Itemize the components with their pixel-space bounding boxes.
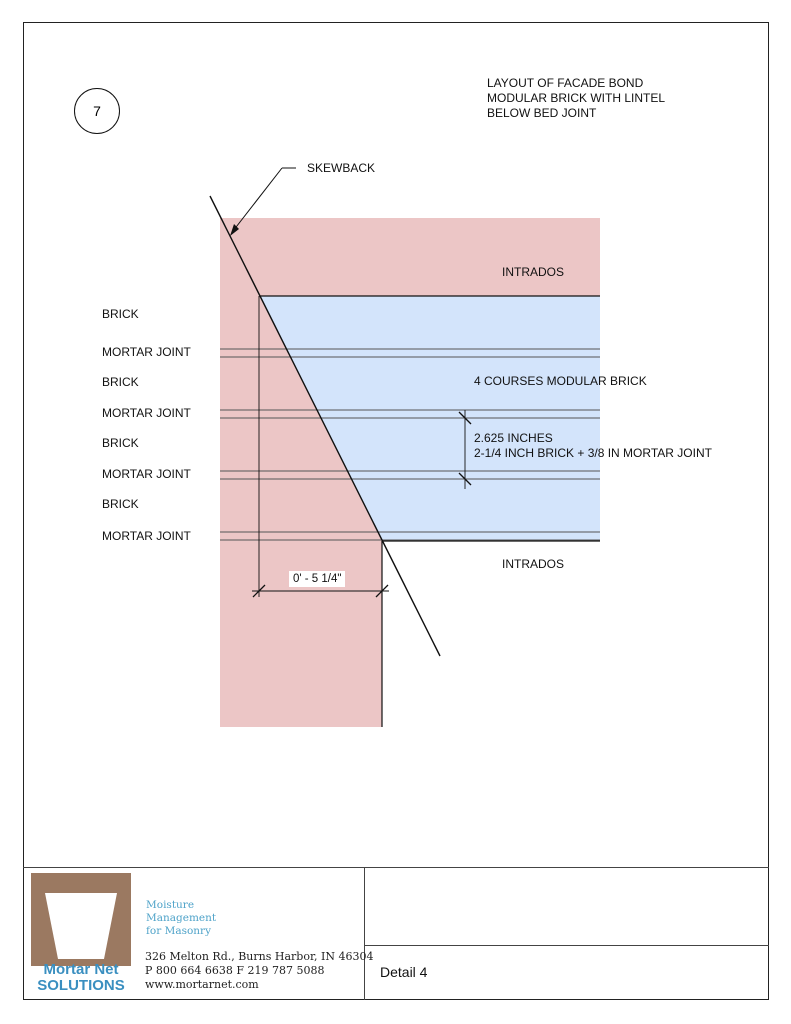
- horizontal-dimension-tick-left: [252, 584, 266, 598]
- mortar-net-logo: Mortar Net SOLUTIONS: [31, 873, 131, 993]
- detail-number: 7: [93, 103, 101, 119]
- legend-mortar-4: MORTAR JOINT: [102, 529, 191, 543]
- dimension-label-inches: 2.625 INCHES: [474, 431, 553, 445]
- masonry-area-top: [220, 218, 600, 296]
- intrados-bottom-label: INTRADOS: [502, 557, 565, 571]
- title-line-2: MODULAR BRICK WITH LINTEL: [487, 91, 666, 105]
- detail-number-bubble: 7: [74, 88, 120, 134]
- title-block-divider: [364, 867, 365, 1000]
- skewback-arrowhead: [230, 224, 239, 236]
- mortar-joint-lines: [220, 348, 600, 541]
- vertical-dimension-tick-top: [458, 411, 472, 425]
- legend-brick-3: BRICK: [102, 436, 139, 450]
- company-contact: 326 Melton Rd., Burns Harbor, IN 46304 P…: [145, 950, 373, 992]
- intrados-top-label: INTRADOS: [502, 265, 565, 279]
- title-block-row-divider: [364, 945, 769, 946]
- title-block-top-border: [23, 867, 769, 868]
- skewback-label: SKEWBACK: [307, 161, 376, 175]
- logo-text-solutions: SOLUTIONS: [37, 977, 125, 993]
- tagline-line-1: Moisture: [146, 899, 195, 911]
- tagline-line-2: Management: [146, 912, 217, 924]
- company-website[interactable]: www.mortarnet.com: [145, 978, 259, 991]
- legend-brick-1: BRICK: [102, 307, 139, 321]
- company-phone: P 800 664 6638 F 219 787 5088: [145, 964, 325, 977]
- horizontal-dimension-label: 0' - 5 1/4": [289, 571, 346, 587]
- tagline-line-3: for Masonry: [146, 925, 211, 937]
- company-tagline: Moisture Management for Masonry: [146, 899, 216, 938]
- legend-mortar-2: MORTAR JOINT: [102, 406, 191, 420]
- legend-brick-4: BRICK: [102, 497, 139, 511]
- skewback-leader-diagonal: [232, 167, 283, 232]
- logo-text-mortar-net: Mortar Net: [43, 961, 118, 978]
- sheet-label: Detail 4: [380, 964, 428, 980]
- drawing-title: LAYOUT OF FACADE BOND MODULAR BRICK WITH…: [487, 76, 665, 121]
- title-line-1: LAYOUT OF FACADE BOND: [487, 76, 644, 90]
- courses-label: 4 COURSES MODULAR BRICK: [474, 374, 647, 388]
- company-address: 326 Melton Rd., Burns Harbor, IN 46304: [145, 950, 374, 963]
- legend-brick-2: BRICK: [102, 375, 139, 389]
- skewback-line: [209, 195, 441, 657]
- vertical-dimension-tick-bottom: [458, 472, 472, 486]
- legend-mortar-3: MORTAR JOINT: [102, 467, 191, 481]
- title-line-3: BELOW BED JOINT: [487, 106, 597, 120]
- dimension-label-brick-joint: 2-1/4 INCH BRICK + 3/8 IN MORTAR JOINT: [474, 446, 712, 460]
- legend-mortar-1: MORTAR JOINT: [102, 345, 191, 359]
- horizontal-dimension-tick-right: [375, 584, 389, 598]
